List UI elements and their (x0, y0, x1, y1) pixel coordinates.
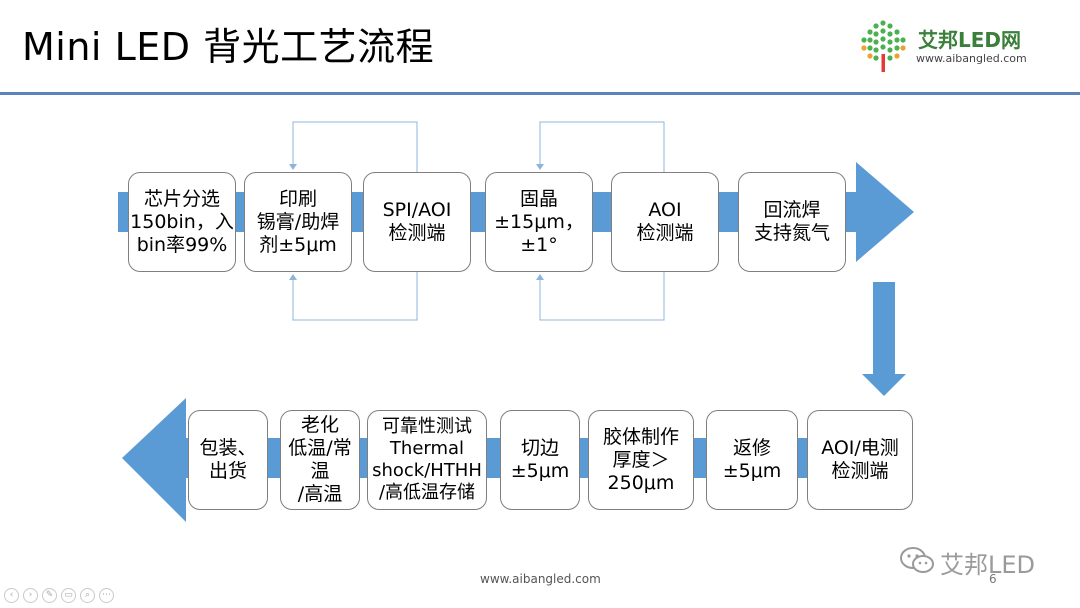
slide-title: Mini LED 背光工艺流程 (22, 25, 435, 69)
process-step-packing: 包装、 出货 (188, 410, 268, 510)
page-number: 6 (989, 572, 997, 586)
process-step-aoi: AOI 检测端 (611, 172, 719, 272)
process-step-reflow: 回流焊 支持氮气 (738, 172, 846, 272)
logo-url: www.aibangled.com (916, 52, 1027, 65)
process-step-aoi-electrical-test: AOI/电测 检测端 (807, 410, 913, 510)
process-step-edge-cutting: 切边 ±5μm (500, 410, 580, 510)
slides-icon[interactable]: ▭ (61, 588, 76, 603)
process-step-encapsulation: 胶体制作 厚度＞ 250μm (588, 410, 694, 510)
down-flow-arrow (862, 282, 906, 396)
process-step-reliability-test: 可靠性测试 Thermal shock/HTHH /高低温存储 (367, 410, 487, 510)
loop-arrowheads-print (289, 164, 297, 280)
prev-icon[interactable]: ‹ (4, 588, 19, 603)
process-step-chip-sorting: 芯片分选 150bin，入 bin率99% (128, 172, 236, 272)
watermark: 艾邦LED (898, 543, 1048, 579)
footer-url: www.aibangled.com (480, 572, 601, 586)
rework-loop-print (292, 121, 418, 321)
process-step-rework: 返修 ±5μm (706, 410, 798, 510)
tree-logo-icon (861, 20, 906, 72)
process-step-die-bonding: 固晶 ±15μm， ±1° (485, 172, 593, 272)
process-step-aging: 老化 低温/常温 /高温 (280, 410, 360, 510)
next-icon[interactable]: › (23, 588, 38, 603)
title-rule (0, 92, 1080, 95)
watermark-text: 艾邦LED (940, 551, 1036, 579)
more-icon[interactable]: ⋯ (99, 588, 114, 603)
slideshow-controls: ‹ › ✎ ▭ ⌕ ⋯ (4, 588, 114, 604)
pen-icon[interactable]: ✎ (42, 588, 57, 603)
logo-name: 艾邦LED网 (918, 28, 1022, 52)
loop-arrowheads-die-bond (536, 164, 544, 280)
wechat-icon (900, 547, 934, 573)
rework-loop-die-bond (539, 121, 665, 321)
process-step-printing: 印刷 锡膏/助焊 剂±5μm (244, 172, 352, 272)
process-step-spi-aoi: SPI/AOI 检测端 (363, 172, 471, 272)
zoom-icon[interactable]: ⌕ (80, 588, 95, 603)
logo: 艾邦LED网 www.aibangled.com (856, 18, 1056, 74)
